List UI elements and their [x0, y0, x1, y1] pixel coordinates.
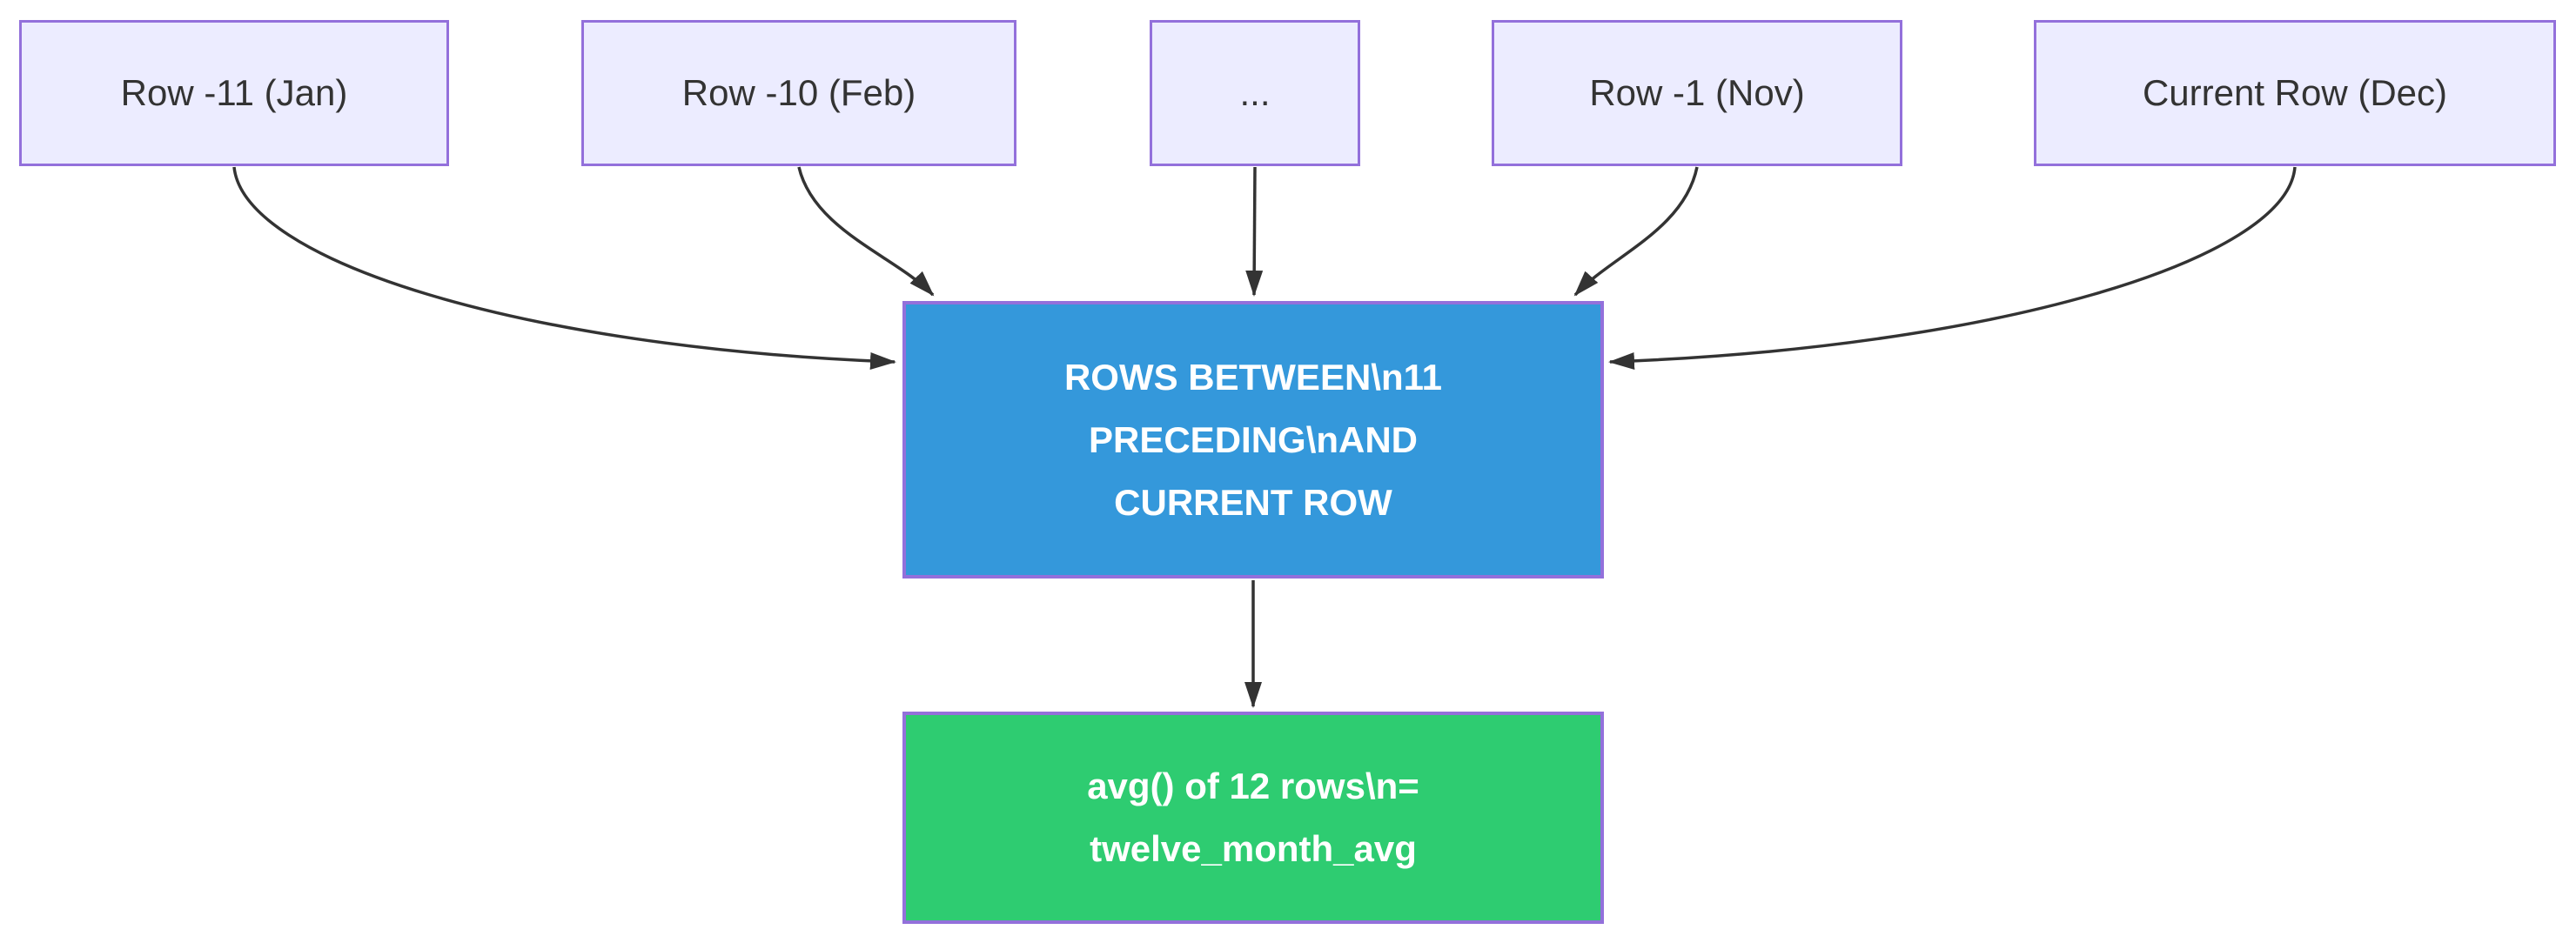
- node-row-minus-11-jan: Row -11 (Jan): [19, 20, 449, 166]
- edge-jan-to-window: [232, 166, 896, 370]
- node-current-row-dec: Current Row (Dec): [2034, 20, 2556, 166]
- node-label: Current Row (Dec): [2142, 72, 2448, 113]
- edge-feb-to-window: [797, 166, 935, 297]
- node-label: Row -10 (Feb): [681, 72, 916, 113]
- node-label-line: twelve_month_avg: [1090, 828, 1417, 869]
- node-label: Row -11 (Jan): [120, 72, 348, 113]
- node-row-minus-10-feb: Row -10 (Feb): [581, 20, 1016, 166]
- node-label: ...: [1239, 72, 1271, 113]
- node-window-frame: ROWS BETWEEN\n11 PRECEDING\nAND CURRENT …: [902, 301, 1604, 579]
- node-result-avg: avg() of 12 rows\n= twelve_month_avg: [902, 712, 1604, 924]
- node-row-ellipsis: ...: [1150, 20, 1360, 166]
- node-row-minus-1-nov: Row -1 (Nov): [1492, 20, 1902, 166]
- edge-ellipsis-to-window: [1245, 166, 1264, 297]
- edge-nov-to-window: [1573, 166, 1699, 297]
- node-label-line: ROWS BETWEEN\n11: [1063, 356, 1443, 398]
- node-label-line: CURRENT ROW: [1114, 481, 1392, 523]
- node-label-line: avg() of 12 rows\n=: [1087, 766, 1419, 806]
- node-label-line: PRECEDING\nAND: [1088, 418, 1419, 460]
- edge-dec-to-window: [1608, 166, 2297, 370]
- node-label: Row -1 (Nov): [1589, 72, 1805, 113]
